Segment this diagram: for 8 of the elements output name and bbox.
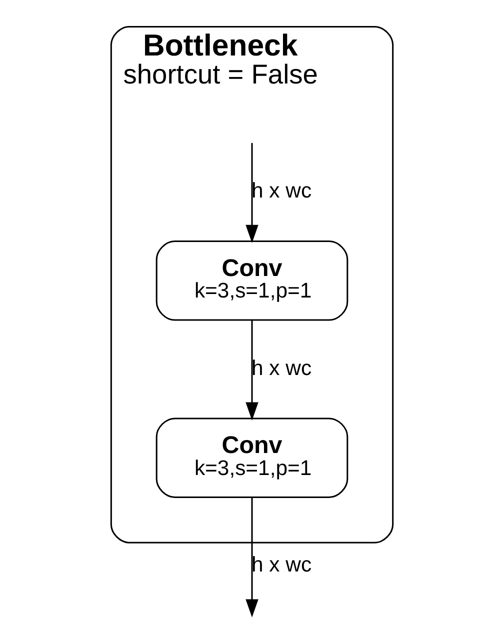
arrow: [245, 142, 258, 244]
edge-label: h x wc: [251, 356, 312, 380]
arrow: [245, 498, 258, 618]
edge-label: h x wc: [251, 554, 312, 577]
edge-label: h x wc: [251, 180, 312, 203]
arrow: [245, 320, 258, 420]
node-box: Conv k=3,s=1,p=1: [155, 418, 348, 498]
node-box: Conv k=3,s=1,p=1: [155, 240, 348, 321]
